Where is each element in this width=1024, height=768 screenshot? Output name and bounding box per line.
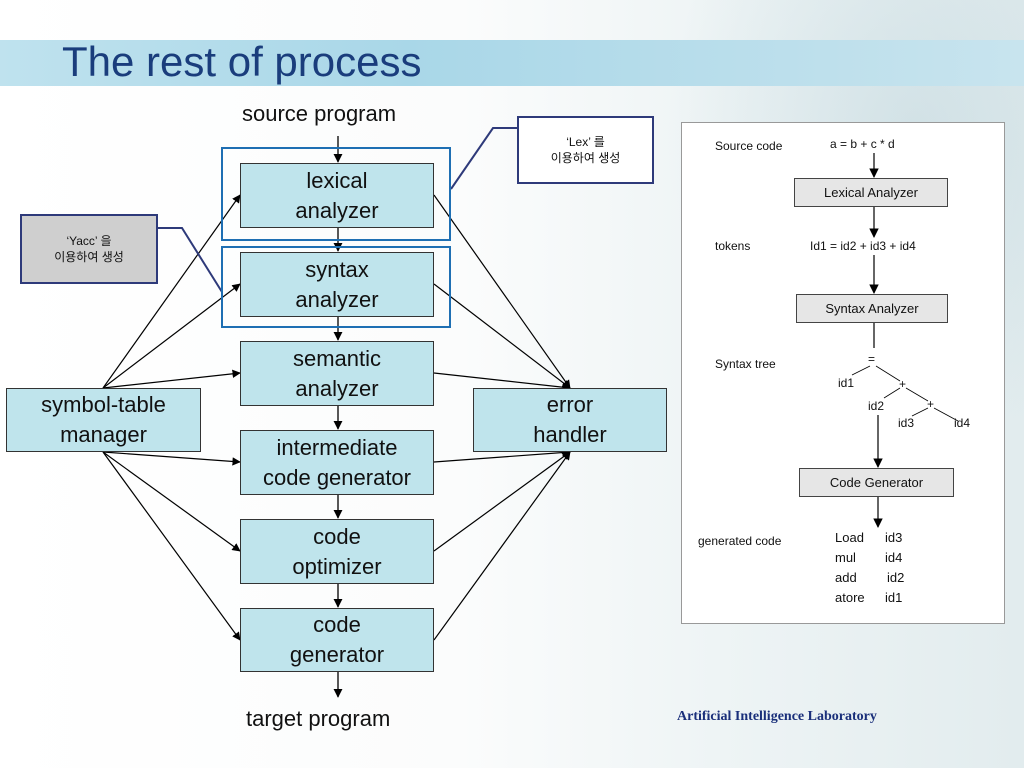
error-handler-arrow <box>433 372 571 392</box>
symbol-table-arrow <box>102 283 241 389</box>
error-handler-box: error handler <box>473 388 667 452</box>
lex-highlight-frame <box>221 147 451 241</box>
tokens-label: tokens <box>715 239 751 253</box>
lex-note: ‘Lex’ 를 이용하여 생성 <box>517 116 654 184</box>
target-program-label: target program <box>246 706 391 731</box>
semantic-analyzer-box: semantic analyzer <box>240 341 434 406</box>
code-line: Load id3 <box>835 528 904 548</box>
code-line: atore id1 <box>835 588 904 608</box>
symbol-table-arrow <box>102 369 241 389</box>
symbol-table-arrow <box>102 451 241 552</box>
symbol-table-arrow <box>102 451 241 641</box>
tokens-value: Id1 = id2 + id3 + id4 <box>810 239 916 253</box>
code-op: add <box>835 570 857 585</box>
generated-code-listing: Load id3 mul id4 add id2 atore id1 <box>835 528 904 608</box>
code-arg: id3 <box>885 530 903 545</box>
error-handler-arrow <box>433 451 571 552</box>
tree-node: id1 <box>838 376 855 390</box>
intermediate-code-generator-box: intermediate code generator <box>240 430 434 495</box>
generated-code-label: generated code <box>698 534 782 548</box>
error-handler-arrow <box>433 451 571 641</box>
tree-edge <box>933 407 959 422</box>
tree-edge <box>875 365 901 382</box>
tree-edge <box>851 365 871 376</box>
source-code-value: a = b + c * d <box>830 137 895 151</box>
tree-edge <box>883 387 901 399</box>
yacc-callout-leader <box>158 227 223 293</box>
yacc-note: ‘Yacc’ 을 이용하여 생성 <box>20 214 158 284</box>
tree-node: id3 <box>898 416 915 430</box>
code-arg: id4 <box>885 550 903 565</box>
slide-title: The rest of process <box>62 38 422 85</box>
tree-edge <box>905 387 929 402</box>
source-program-label: source program <box>242 101 397 126</box>
code-op: Load <box>835 530 864 545</box>
code-generator-step: Code Generator <box>799 468 954 497</box>
syntax-analyzer-step: Syntax Analyzer <box>796 294 948 323</box>
code-op: mul <box>835 550 856 565</box>
code-line: add id2 <box>835 568 904 588</box>
tree-edge <box>911 407 929 417</box>
symbol-table-manager-box: symbol-table manager <box>6 388 201 452</box>
symbol-table-arrow <box>102 451 241 466</box>
code-optimizer-box: code optimizer <box>240 519 434 584</box>
symbol-table-arrow <box>102 194 241 389</box>
title-band <box>0 40 1024 86</box>
code-arg: id1 <box>885 590 903 605</box>
code-arg: id2 <box>887 570 905 585</box>
example-connectors <box>851 153 959 528</box>
error-handler-arrow <box>433 283 571 389</box>
tree-node: id2 <box>868 399 885 413</box>
lex-callout-leader <box>450 127 517 190</box>
lexical-analyzer-box: lexical analyzer <box>240 163 434 228</box>
lexical-analyzer-step: Lexical Analyzer <box>794 178 948 207</box>
tree-node: + <box>927 397 935 411</box>
code-op: atore <box>835 590 865 605</box>
syntax-tree-label: Syntax tree <box>715 357 776 371</box>
tree-node: = <box>868 352 876 366</box>
tree-node: id4 <box>954 416 971 430</box>
source-code-label: Source code <box>715 139 783 153</box>
yacc-highlight-frame <box>221 246 451 328</box>
error-handler-arrow <box>433 448 571 463</box>
code-generator-box: code generator <box>240 608 434 672</box>
compilation-example-panel: Source code a = b + c * d Lexical Analyz… <box>681 122 1005 624</box>
syntax-analyzer-box: syntax analyzer <box>240 252 434 317</box>
code-line: mul id4 <box>835 548 904 568</box>
footer-lab-name: Artificial Intelligence Laboratory <box>677 709 877 724</box>
error-handler-arrow <box>433 194 571 389</box>
tree-node: + <box>899 377 907 391</box>
